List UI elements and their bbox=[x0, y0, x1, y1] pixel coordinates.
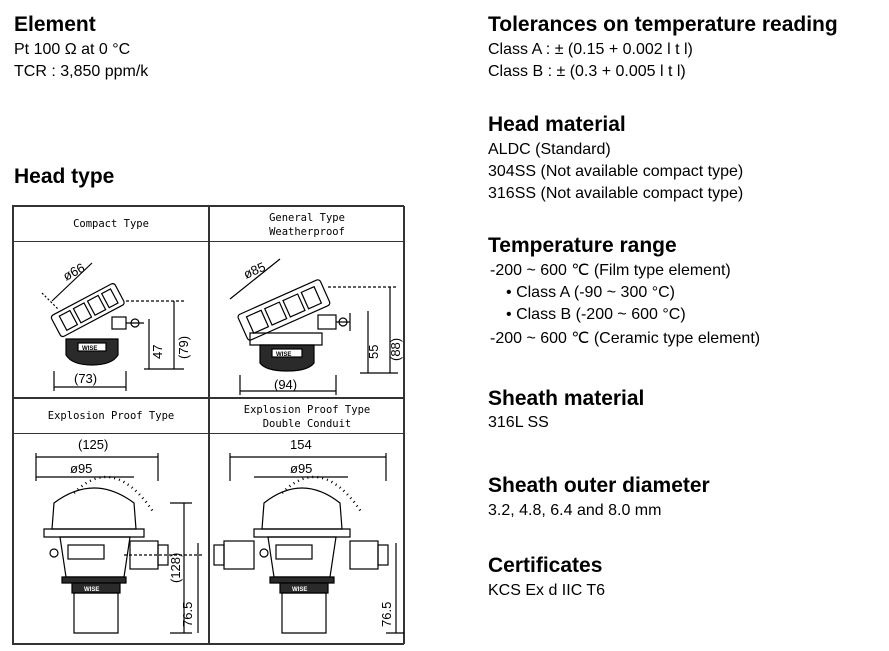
head-badge: WISE bbox=[82, 346, 97, 352]
explosion-proof-double-head-drawing: 154 ø95 76.5 WISE bbox=[213, 437, 404, 634]
dim-diameter: ø66 bbox=[60, 260, 87, 284]
dim-width-outer: (125) bbox=[78, 437, 108, 452]
cell-title-line: Explosion Proof Type bbox=[243, 404, 371, 416]
head-material-line-2: 304SS (Not available compact type) bbox=[488, 163, 744, 180]
cell-title-rule bbox=[210, 433, 404, 434]
dim-height-inner: 76.5 bbox=[180, 602, 195, 627]
head-type-drawing-grid: Compact Type bbox=[12, 205, 405, 645]
head-badge: WISE bbox=[84, 587, 99, 593]
dim-height-outer: (79) bbox=[176, 336, 191, 359]
bullet-icon: • bbox=[506, 284, 512, 301]
tolerance-class-b: Class B : ± (0.3 + 0.005 l t l) bbox=[488, 63, 686, 80]
cell-title-line: Explosion Proof Type bbox=[47, 410, 175, 422]
element-line-2: TCR : 3,850 ppm/k bbox=[14, 63, 149, 80]
temperature-range-class-a: • Class A (-90 ~ 300 °C) bbox=[506, 283, 675, 303]
temperature-range-class-b-text: Class B (-200 ~ 600 °C) bbox=[516, 306, 686, 323]
tolerance-class-a: Class A : ± (0.15 + 0.002 l t l) bbox=[488, 41, 693, 58]
head-type-cell-explosion-proof: Explosion Proof Type bbox=[13, 398, 209, 644]
dim-height-inner: 47 bbox=[150, 345, 165, 359]
sheath-diameter-line-1: 3.2, 4.8, 6.4 and 8.0 mm bbox=[488, 502, 662, 519]
cell-title-line: General Type bbox=[269, 212, 345, 224]
head-type-cell-explosion-proof-double: Explosion Proof Type Double Conduit bbox=[209, 398, 405, 644]
temperature-range-heading: Temperature range bbox=[488, 234, 677, 257]
dim-height-inner: 55 bbox=[366, 345, 381, 359]
tolerances-heading: Tolerances on temperature reading bbox=[488, 13, 838, 36]
temperature-range-class-a-text: Class A (-90 ~ 300 °C) bbox=[516, 284, 675, 301]
cell-title: Compact Type bbox=[14, 217, 208, 231]
dim-diameter: ø95 bbox=[70, 461, 92, 476]
cell-title-rule bbox=[14, 241, 208, 242]
cell-title-line: Compact Type bbox=[73, 218, 149, 230]
cell-title-line: Double Conduit bbox=[262, 418, 352, 430]
dim-diameter: ø85 bbox=[241, 259, 268, 282]
element-heading: Element bbox=[14, 13, 96, 36]
compact-head-drawing: ø66 47 (79) (73) WISE bbox=[41, 260, 191, 391]
temperature-range-film: -200 ~ 600 ℃ (Film type element) bbox=[490, 262, 731, 279]
dim-diameter: ø95 bbox=[290, 461, 312, 476]
head-material-line-3: 316SS (Not available compact type) bbox=[488, 185, 744, 202]
cell-title-rule bbox=[14, 433, 208, 434]
head-badge: WISE bbox=[276, 352, 291, 358]
sheath-diameter-heading: Sheath outer diameter bbox=[488, 474, 710, 497]
cell-title-rule bbox=[210, 241, 404, 242]
general-head-drawing: ø85 55 (88) (94) WISE bbox=[229, 258, 403, 395]
dim-width-outer: 154 bbox=[290, 437, 312, 452]
cell-title: Explosion Proof Type Double Conduit bbox=[210, 403, 404, 431]
head-material-line-1: ALDC (Standard) bbox=[488, 141, 611, 158]
sheath-material-heading: Sheath material bbox=[488, 387, 645, 410]
dim-height-outer: (88) bbox=[388, 338, 403, 361]
cell-title: General Type Weatherproof bbox=[210, 211, 404, 239]
element-line-1: Pt 100 Ω at 0 °C bbox=[14, 41, 131, 58]
certificates-line-1: KCS Ex d IIC T6 bbox=[488, 582, 606, 599]
certificates-heading: Certificates bbox=[488, 554, 603, 577]
cell-title: Explosion Proof Type bbox=[14, 409, 208, 423]
temperature-range-ceramic: -200 ~ 600 ℃ (Ceramic type element) bbox=[490, 330, 761, 347]
head-badge: WISE bbox=[292, 587, 307, 593]
dim-width: (73) bbox=[74, 371, 97, 386]
dim-height-outer: (128) bbox=[168, 553, 183, 583]
sheath-material-line-1: 316L SS bbox=[488, 414, 549, 431]
explosion-proof-head-drawing: (125) ø95 (128) 76.5 WISE bbox=[35, 437, 204, 634]
cell-title-line: Weatherproof bbox=[269, 226, 345, 238]
dim-width: (94) bbox=[274, 377, 297, 392]
head-type-heading: Head type bbox=[14, 165, 115, 188]
temperature-range-class-b: • Class B (-200 ~ 600 °C) bbox=[506, 305, 686, 325]
dim-height-inner: 76.5 bbox=[379, 602, 394, 627]
head-type-cell-compact: Compact Type bbox=[13, 206, 209, 398]
head-material-heading: Head material bbox=[488, 113, 626, 136]
head-type-cell-general: General Type Weatherproof bbox=[209, 206, 405, 398]
bullet-icon: • bbox=[506, 306, 512, 323]
